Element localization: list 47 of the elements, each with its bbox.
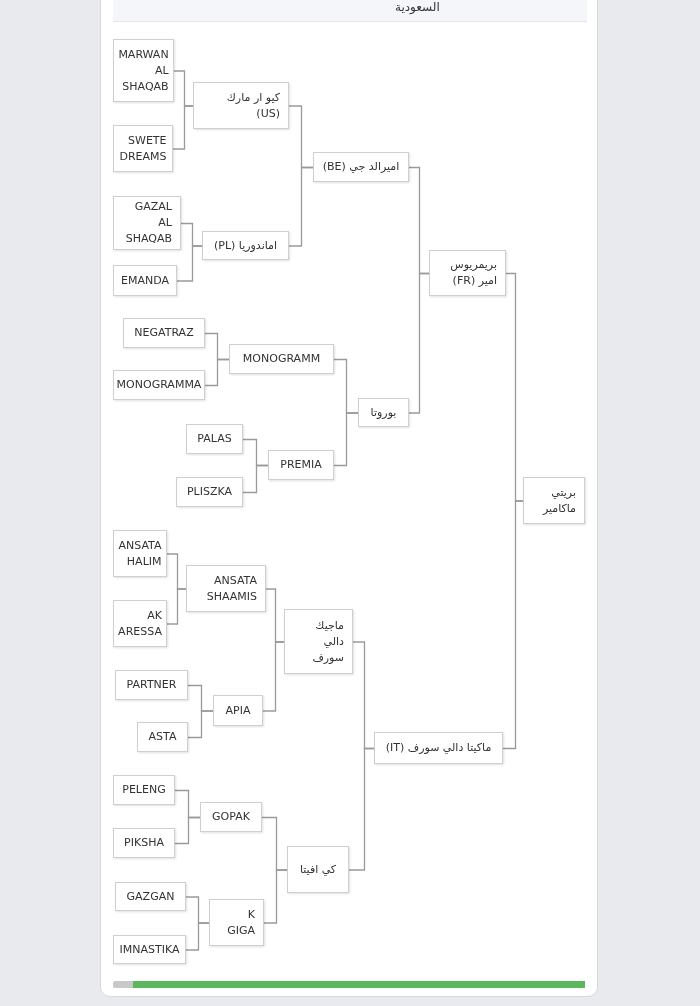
pedigree-box: ASTA	[137, 722, 188, 752]
pedigree-box: GAZGAN	[115, 882, 186, 911]
connector-line	[185, 922, 210, 951]
pedigree-box: GAZAL AL SHAQAB	[113, 196, 181, 250]
connector-line	[176, 245, 203, 282]
pedigree-box: بوروتا	[358, 398, 409, 427]
connector-line	[348, 747, 375, 871]
pedigree-box: PELENG	[113, 775, 175, 805]
connector-line	[263, 869, 288, 924]
pedigree-box: PALAS	[186, 424, 243, 454]
pedigree-box: ANSATA HALIM	[113, 530, 167, 577]
pedigree-box: PREMIA	[268, 450, 334, 480]
pedigree-box: K GIGA	[209, 899, 264, 946]
pedigree-box: NEGATRAZ	[123, 318, 205, 348]
connector-line	[172, 105, 194, 150]
pedigree-box: SWETE DREAMS	[113, 125, 173, 172]
pedigree-box: MONOGRAMMA	[113, 370, 205, 400]
pedigree-box: اميرالد جي (BE)	[313, 152, 409, 182]
pedigree-box: كيو ار مارك (US)	[193, 82, 289, 129]
pedigree-box: بريتي ماكامير	[523, 477, 585, 524]
pedigree-box: بريمريوس امير (FR)	[429, 250, 506, 296]
pedigree-box: MARWAN AL SHAQAB	[113, 39, 174, 102]
connector-line	[174, 816, 201, 845]
pedigree-box: PARTNER	[115, 670, 188, 700]
connector-line	[408, 272, 430, 414]
pedigree-box: ANSATA SHAAMIS	[186, 565, 266, 612]
pedigree-box: PLISZKA	[176, 477, 243, 507]
connector-line	[166, 588, 187, 625]
table-cell-text: السعودية	[395, 0, 440, 14]
pedigree-box: كي افيتا	[287, 846, 349, 893]
pedigree-box: APIA	[213, 695, 263, 726]
connector-line	[187, 710, 214, 739]
connector-line	[502, 500, 524, 750]
pedigree-box: اماندوريا (PL)	[202, 231, 289, 260]
connector-line	[333, 412, 359, 467]
pedigree-box: PIKSHA	[113, 828, 175, 858]
pedigree-box: EMANDA	[113, 265, 177, 296]
pedigree-box: IMNASTIKA	[113, 935, 186, 964]
pedigree-box: GOPAK	[200, 802, 262, 832]
connector-line	[262, 641, 285, 712]
pedigree-box: ماجيك دالي سورف	[284, 609, 353, 674]
pedigree-box: MONOGRAMM	[229, 344, 334, 374]
pedigree-box: ماكيتا دالي سورف (IT)	[374, 732, 503, 764]
pedigree-box: AK ARESSA	[113, 600, 167, 647]
connector-line	[242, 464, 269, 494]
connector-line	[288, 166, 314, 247]
connector-line	[204, 358, 230, 387]
